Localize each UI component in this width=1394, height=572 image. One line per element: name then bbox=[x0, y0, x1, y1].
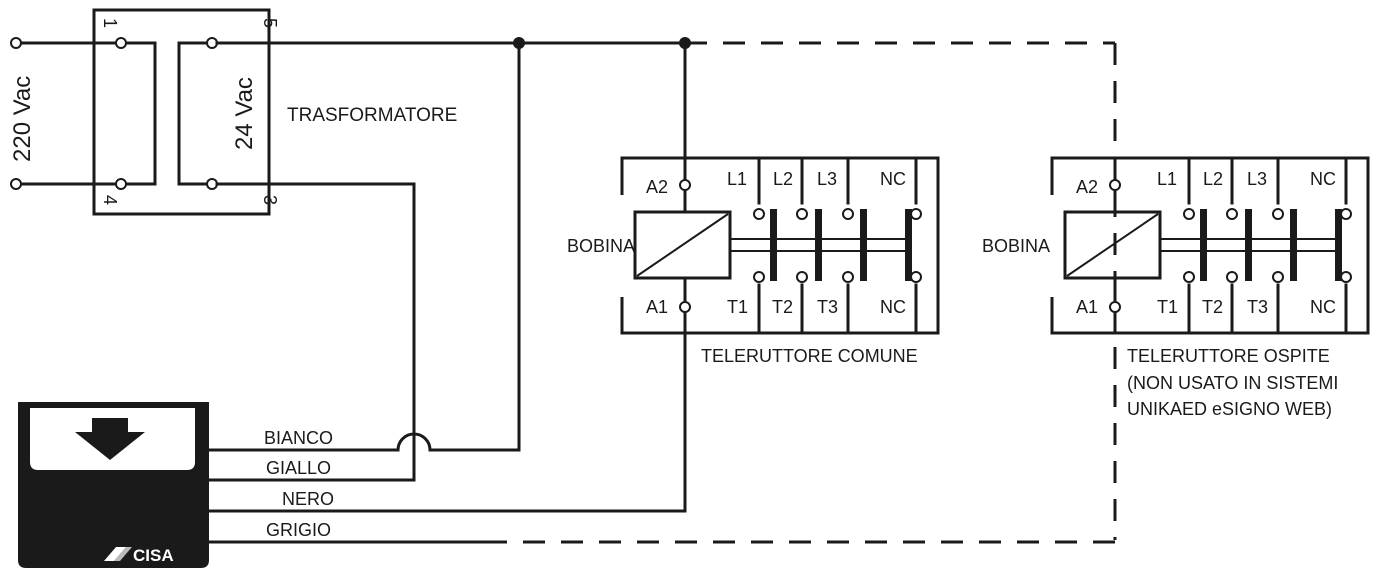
contact-bar-1 bbox=[770, 209, 777, 281]
contact-bar-nc bbox=[905, 209, 912, 281]
l2-label: L2 bbox=[1203, 169, 1223, 189]
coil-label: BOBINA bbox=[567, 236, 635, 256]
contactor-housing bbox=[1050, 156, 1370, 335]
terminal-l1 bbox=[753, 208, 765, 220]
nc-top-label: NC bbox=[880, 169, 906, 189]
wire-label-bianco: BIANCO bbox=[264, 428, 333, 448]
wire-label-nero: NERO bbox=[282, 489, 334, 509]
pin-1-label: 1 bbox=[100, 18, 120, 28]
contact-bar-2 bbox=[1245, 209, 1252, 281]
contact-bar-3 bbox=[1290, 209, 1297, 281]
terminal-a2 bbox=[679, 179, 691, 191]
a1-label: A1 bbox=[646, 297, 668, 317]
pin-4-label: 4 bbox=[100, 195, 120, 205]
terminal-nc-bottom bbox=[1340, 271, 1352, 283]
terminal-a1 bbox=[1109, 301, 1121, 313]
pin-3-label: 3 bbox=[260, 195, 280, 205]
l1-label: L1 bbox=[727, 169, 747, 189]
terminal-t2 bbox=[796, 271, 808, 283]
nc-bottom-label: NC bbox=[880, 297, 906, 317]
terminal-l3 bbox=[842, 208, 854, 220]
terminal-l2 bbox=[1226, 208, 1238, 220]
terminal-t1 bbox=[1183, 271, 1195, 283]
terminal-l3 bbox=[1272, 208, 1284, 220]
coil-diagonal bbox=[636, 213, 729, 277]
terminal-t1 bbox=[753, 271, 765, 283]
contact-bar-1 bbox=[1200, 209, 1207, 281]
primary-voltage-label: 220 Vac bbox=[9, 76, 36, 162]
contactor-housing bbox=[620, 156, 940, 335]
l3-label: L3 bbox=[1247, 169, 1267, 189]
t1-label: T1 bbox=[727, 297, 748, 317]
contactor-note-line-2: UNIKAED eSIGNO WEB) bbox=[1127, 399, 1332, 419]
nc-bottom-label: NC bbox=[1310, 297, 1336, 317]
t3-label: T3 bbox=[817, 297, 838, 317]
contact-bar-2 bbox=[815, 209, 822, 281]
coil-diagonal bbox=[1066, 213, 1159, 277]
t1-label: T1 bbox=[1157, 297, 1178, 317]
pin-5-label: 5 bbox=[260, 18, 280, 28]
transformer-label: TRASFORMATORE bbox=[287, 105, 457, 126]
cisa-reader: CISA bbox=[18, 402, 209, 568]
wiring: BIANCO GIALLO NERO GRIGIO bbox=[207, 37, 1117, 544]
wire-nero bbox=[207, 306, 687, 513]
transformer-box bbox=[92, 8, 271, 216]
terminal-a1 bbox=[679, 301, 691, 313]
terminal-l2 bbox=[796, 208, 808, 220]
secondary-voltage-label: 24 Vac bbox=[231, 77, 258, 150]
terminal-nc-top bbox=[910, 208, 922, 220]
wire-giallo bbox=[207, 182, 416, 482]
a2-label: A2 bbox=[646, 177, 668, 197]
coil-box bbox=[1063, 210, 1162, 280]
insert-card-arrow-icon bbox=[75, 418, 145, 460]
cisa-logo-mark-secondary-icon bbox=[114, 547, 132, 561]
t2-label: T2 bbox=[1202, 297, 1223, 317]
terminal-1 bbox=[115, 37, 127, 49]
l3-label: L3 bbox=[817, 169, 837, 189]
contactor-common: A2 A1 BOBINA L1 L2 L3 NC T1 T2 T3 NC TEL… bbox=[567, 156, 940, 366]
t3-label: T3 bbox=[1247, 297, 1268, 317]
terminal-t2 bbox=[1226, 271, 1238, 283]
a2-label: A2 bbox=[1076, 177, 1098, 197]
wire-label-grigio: GRIGIO bbox=[266, 520, 331, 540]
coil-label: BOBINA bbox=[982, 236, 1050, 256]
wire-label-giallo: GIALLO bbox=[266, 458, 331, 478]
terminal-nc-bottom bbox=[910, 271, 922, 283]
terminal-t3 bbox=[842, 271, 854, 283]
terminal-4 bbox=[115, 178, 127, 190]
mains-terminal-top bbox=[10, 37, 22, 49]
contactor-guest: A2 A1 BOBINA L1 L2 L3 NC T1 T2 T3 NC TEL… bbox=[982, 156, 1370, 419]
contactor-title: TELERUTTORE OSPITE bbox=[1127, 346, 1330, 366]
brand-logo: CISA bbox=[133, 546, 174, 565]
contactor-title: TELERUTTORE COMUNE bbox=[701, 346, 918, 366]
contact-bar-3 bbox=[860, 209, 867, 281]
l2-label: L2 bbox=[773, 169, 793, 189]
cisa-logo-mark-icon bbox=[104, 547, 126, 561]
t2-label: T2 bbox=[772, 297, 793, 317]
transformer: 1 4 5 3 220 Vac 24 Vac TRASFORMATORE bbox=[9, 8, 457, 216]
coil-box bbox=[633, 210, 732, 280]
contact-bar-nc bbox=[1335, 209, 1342, 281]
l1-label: L1 bbox=[1157, 169, 1177, 189]
terminal-t3 bbox=[1272, 271, 1284, 283]
terminal-l1 bbox=[1183, 208, 1195, 220]
contactor-note-line-1: (NON USATO IN SISTEMI bbox=[1127, 373, 1338, 393]
wire-bianco-b bbox=[428, 41, 521, 452]
terminal-a2 bbox=[1109, 179, 1121, 191]
a1-label: A1 bbox=[1076, 297, 1098, 317]
mains-terminal-bottom bbox=[10, 178, 22, 190]
nc-top-label: NC bbox=[1310, 169, 1336, 189]
terminal-nc-top bbox=[1340, 208, 1352, 220]
